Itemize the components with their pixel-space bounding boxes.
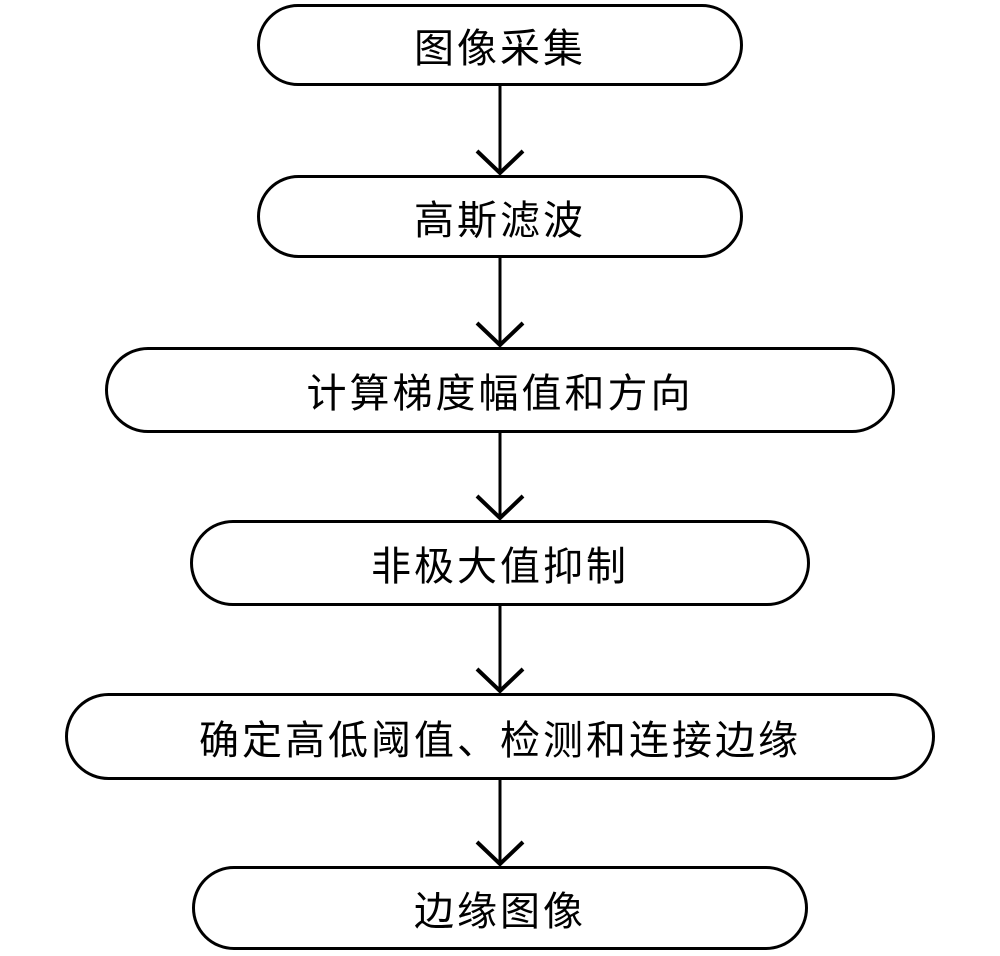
flow-arrow-2 (475, 258, 525, 348)
flow-node-label: 非极大值抑制 (371, 544, 629, 589)
flow-node-gradient-computation: 计算梯度幅值和方向 (105, 347, 895, 433)
flow-arrow-3 (475, 433, 525, 521)
flow-node-image-acquisition: 图像采集 (257, 4, 743, 86)
flow-node-label: 计算梯度幅值和方向 (306, 371, 694, 416)
flow-node-label: 图像采集 (414, 26, 586, 71)
flow-node-gaussian-filter: 高斯滤波 (257, 175, 743, 258)
flow-arrow-1 (475, 86, 525, 176)
flow-node-threshold-edge-linking: 确定高低阈值、检测和连接边缘 (65, 693, 935, 780)
flow-arrow-4 (475, 606, 525, 694)
flow-node-non-maximum-suppression: 非极大值抑制 (190, 520, 810, 606)
flow-node-label: 边缘图像 (414, 889, 586, 934)
flow-node-label: 高斯滤波 (414, 197, 586, 243)
flow-node-edge-image: 边缘图像 (192, 866, 808, 950)
flow-arrow-5 (475, 780, 525, 867)
flow-node-label: 确定高低阈值、检测和连接边缘 (199, 717, 801, 763)
